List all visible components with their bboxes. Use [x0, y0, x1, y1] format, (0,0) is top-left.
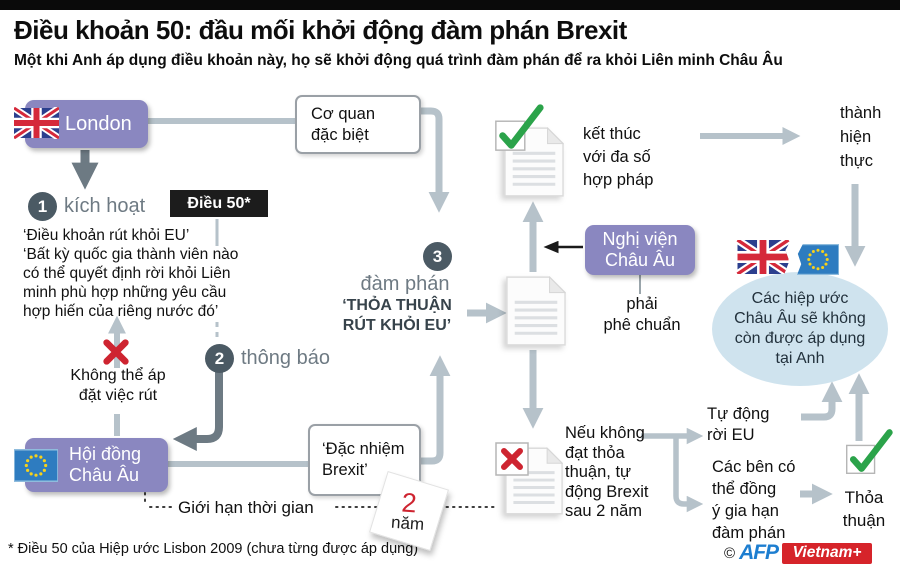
step1-label: kích hoạt — [64, 195, 146, 217]
step3-label: đàm phán — [360, 273, 450, 295]
parliament-note: phải phê chuẩn — [603, 295, 681, 334]
european-council-label: Hội đồng Châu Âu — [69, 444, 142, 485]
green-check-icon-2 — [843, 424, 895, 478]
treaties-void-text: Các hiệp ước Châu Âu sẽ không còn được á… — [734, 290, 866, 367]
extend-talks-text: Các bên có thể đồng ý gia hạn đàm phán — [712, 458, 796, 542]
red-x-box-icon — [494, 441, 530, 477]
agreement-document-icon — [506, 274, 566, 348]
european-parliament-box: Nghị viện Châu Âu — [585, 225, 695, 275]
reality-text: thành hiện thực — [840, 104, 882, 170]
treaties-void-ellipse: Các hiệp ước Châu Âu sẽ không còn được á… — [712, 272, 888, 386]
red-x-icon — [101, 337, 131, 367]
london-label: London — [65, 112, 132, 135]
copyright-symbol: © — [724, 544, 736, 562]
arrow-specialbody-step3 — [417, 107, 450, 213]
eu-flag-torn-icon — [797, 244, 839, 275]
footnote: * Điều 50 của Hiệp ước Lisbon 2009 (chưa… — [8, 541, 419, 557]
uk-flag-icon — [14, 107, 59, 139]
eu-flag-icon — [14, 449, 58, 482]
vietnamplus-logo: Vietnam+ — [782, 542, 873, 564]
agreement-text: Thỏa thuận — [842, 488, 886, 530]
afp-logo: AFP — [739, 541, 779, 564]
no-deal-text: Nếu không đạt thỏa thuận, tự động Brexit… — [565, 424, 649, 520]
european-parliament-label: Nghị viện Châu Âu — [602, 229, 678, 270]
uk-flag-torn-icon — [735, 240, 791, 274]
step3-number: 3 — [423, 242, 452, 271]
time-limit-label: Giới hạn thời gian — [178, 498, 314, 517]
dotted-timelimit-line — [144, 492, 499, 508]
arrow-nodeal-extend — [673, 436, 704, 513]
step2-number: 2 — [205, 344, 234, 373]
two-years-unit: năm — [390, 512, 426, 535]
withdrawal-agreement-label: ‘THỎA THUẬN RÚT KHỎI EU’ — [342, 297, 452, 334]
green-check-icon — [492, 100, 546, 154]
step2-label: thông báo — [241, 347, 330, 369]
success-text: kết thúc với đa số hợp pháp — [583, 125, 654, 189]
article50-tag: Điều 50* — [170, 190, 268, 217]
auto-leave-text: Tự động rời EU — [707, 405, 770, 444]
arrow-taskforce-agreementtext — [417, 355, 451, 465]
top-bar — [0, 0, 900, 10]
step1-number: 1 — [28, 192, 57, 221]
page-title: Điều khoản 50: đầu mối khởi động đàm phá… — [14, 15, 627, 45]
no-impose-text: Không thể áp đặt việc rút — [70, 367, 166, 404]
brexit-taskforce-label: ‘Đặc nhiệm Brexit’ — [322, 440, 405, 479]
arrow-autoleave-treaties — [801, 381, 843, 421]
special-body-label: Cơ quan đặc biệt — [311, 104, 376, 144]
arrow-step2-council — [172, 372, 223, 451]
special-body-box: Cơ quan đặc biệt — [295, 95, 421, 154]
credit-logo: © AFP Vietnam+ — [724, 541, 873, 565]
article50-quote: ‘Điều khoản rút khỏi EU’ ‘Bất kỳ quốc gi… — [23, 227, 239, 320]
page-subtitle: Một khi Anh áp dụng điều khoản này, họ s… — [14, 52, 783, 69]
